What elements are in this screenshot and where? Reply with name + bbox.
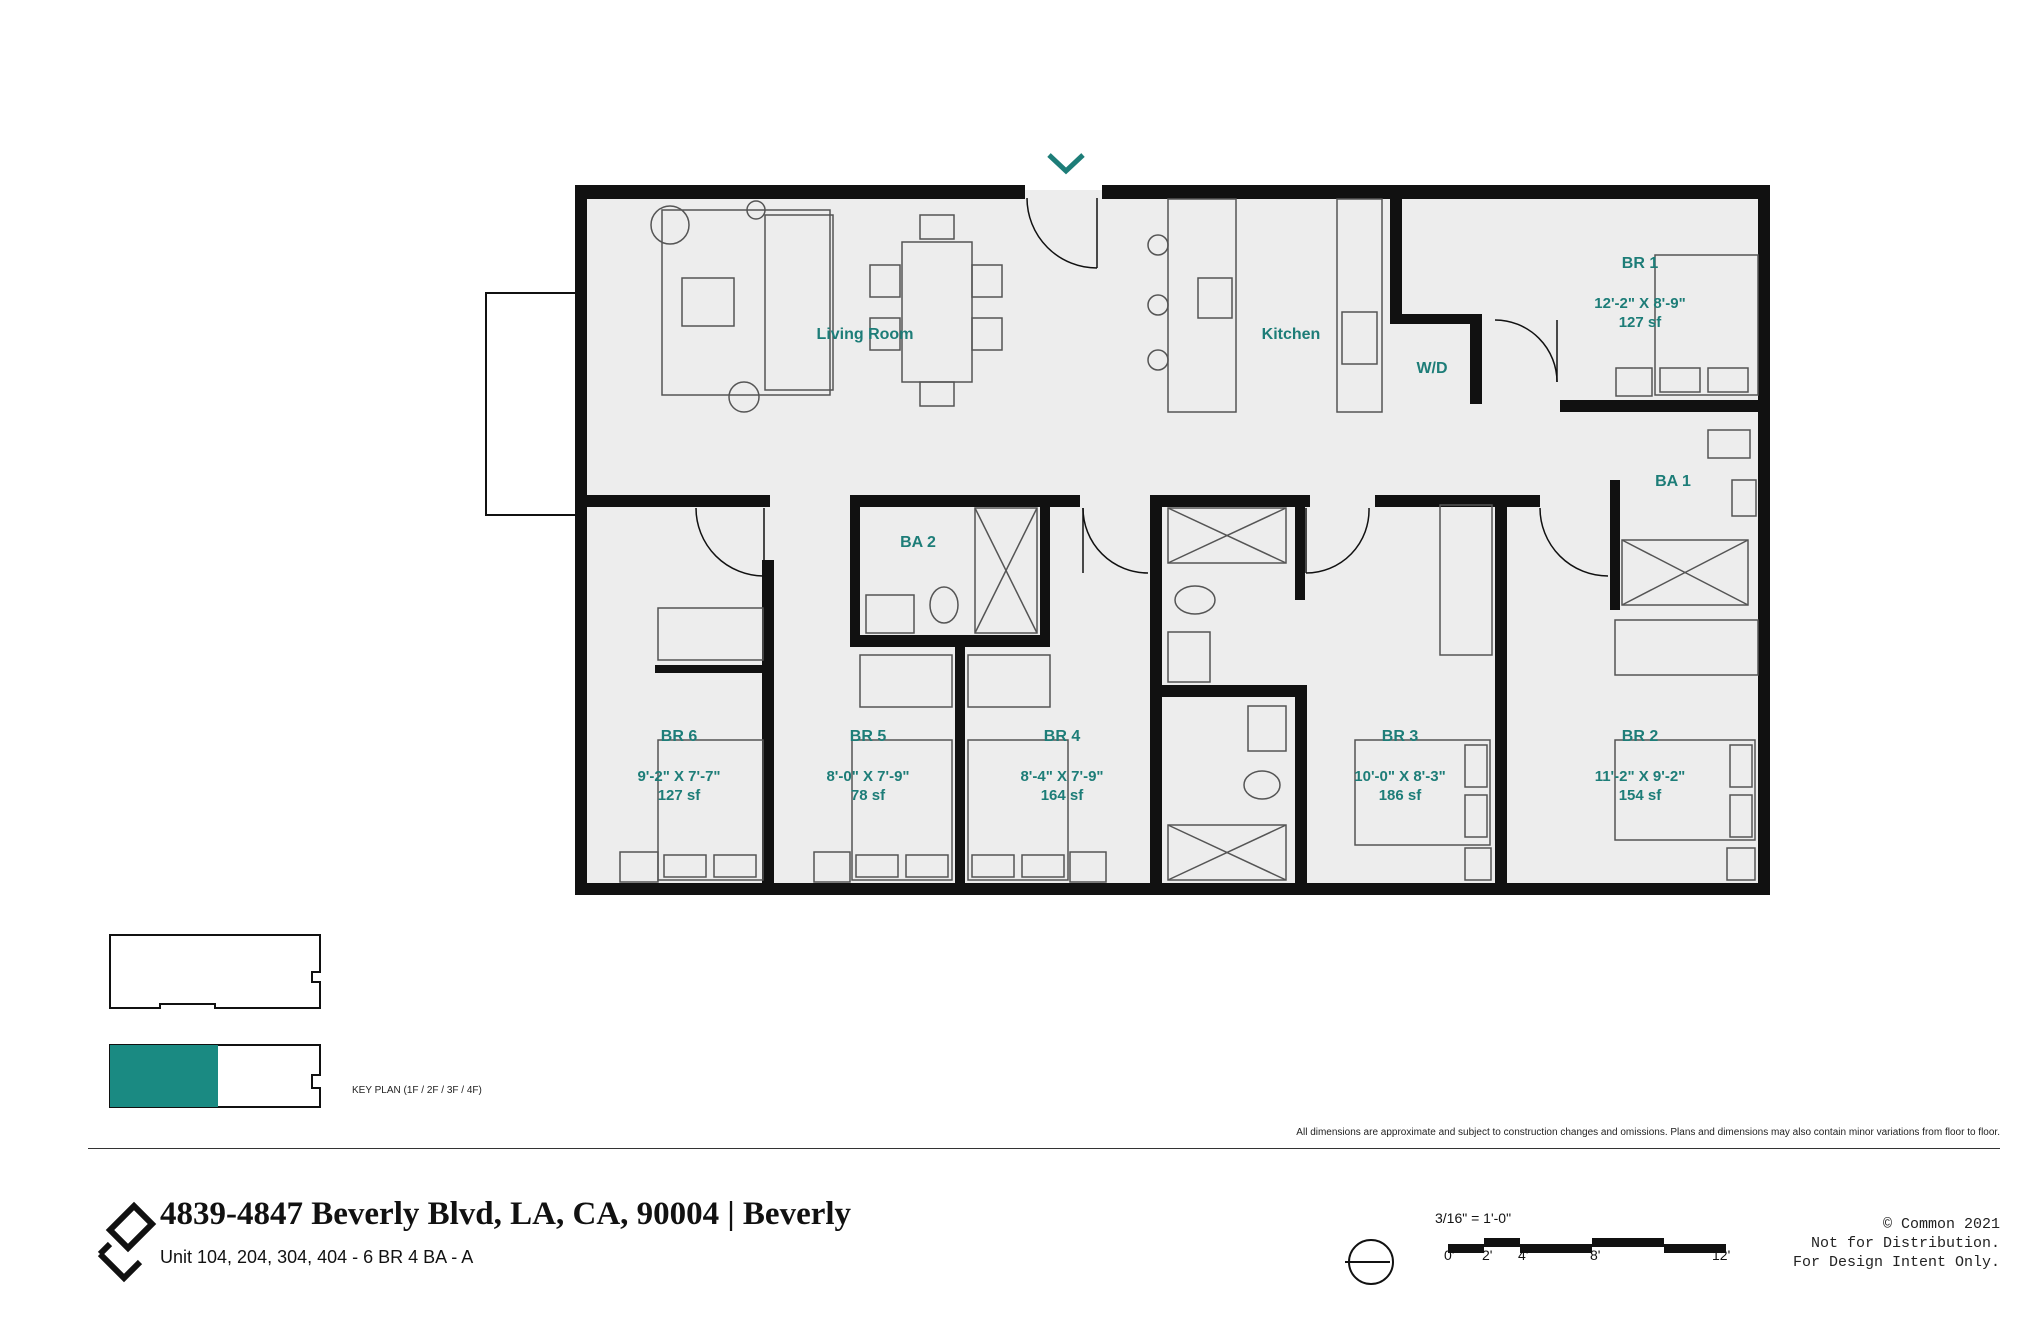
room-name-ba1: BA 1 — [1655, 473, 1691, 490]
room-name-wd: W/D — [1416, 360, 1447, 377]
walls — [575, 185, 1770, 895]
disclaimer: All dimensions are approximate and subje… — [1296, 1127, 2000, 1138]
entry-chevron-icon — [1047, 153, 1085, 175]
room-area-br3: 186 sf — [1379, 787, 1423, 804]
key-plan-outline — [109, 934, 321, 1009]
scale-bar — [1448, 1238, 1726, 1253]
key-plan-highlight — [110, 1045, 218, 1107]
scale-tick: 0' — [1444, 1247, 1455, 1263]
room-area-br5: 78 sf — [851, 787, 886, 804]
room-name-br5: BR 5 — [850, 728, 887, 745]
copyright-line: © Common 2021 — [1882, 1216, 2000, 1233]
property-address: 4839-4847 Beverly Blvd, LA, CA, 90004 | … — [160, 1196, 852, 1232]
footer-divider — [88, 1148, 2000, 1149]
common-logo-icon — [97, 1201, 157, 1283]
room-name-br6: BR 6 — [661, 728, 698, 745]
scale-tick: 8' — [1590, 1247, 1601, 1263]
room-area-br2: 154 sf — [1619, 787, 1663, 804]
room-area-br4: 164 sf — [1041, 787, 1085, 804]
room-dims-br3: 10'-0" X 8'-3" — [1354, 768, 1445, 785]
room-dims-br1: 12'-2" X 8'-9" — [1594, 295, 1685, 312]
room-name-br3: BR 3 — [1382, 728, 1419, 745]
room-area-br1: 127 sf — [1619, 314, 1663, 331]
room-name-br2: BR 2 — [1622, 728, 1659, 745]
door-swings — [695, 197, 1609, 577]
north-arrow-icon — [1345, 1239, 1394, 1285]
scale-tick: 4' — [1518, 1247, 1529, 1263]
room-name-ba2: BA 2 — [900, 534, 936, 551]
room-name-living: Living Room — [817, 326, 914, 343]
scale-tick: 2' — [1482, 1247, 1493, 1263]
furniture — [619, 198, 1759, 883]
room-name-br1: BR 1 — [1622, 255, 1659, 272]
room-dims-br2: 11'-2" X 9'-2" — [1595, 768, 1686, 785]
copyright-line: Not for Distribution. — [1810, 1235, 2000, 1252]
scale-ratio: 3/16" = 1'-0" — [1435, 1210, 1512, 1226]
balcony — [485, 292, 579, 516]
room-name-kitchen: Kitchen — [1262, 326, 1321, 343]
unit-description: Unit 104, 204, 304, 404 - 6 BR 4 BA - A — [160, 1247, 474, 1267]
room-name-br4: BR 4 — [1044, 728, 1081, 745]
scale-tick: 12' — [1712, 1247, 1731, 1263]
room-dims-br6: 9'-2" X 7'-7" — [637, 768, 720, 785]
key-plan — [109, 934, 321, 1108]
room-area-br6: 127 sf — [658, 787, 702, 804]
copyright-notice: © Common 2021 Not for Distribution. For … — [1740, 1215, 2000, 1272]
key-plan-caption: KEY PLAN (1F / 2F / 3F / 4F) — [352, 1085, 482, 1096]
copyright-line: For Design Intent Only. — [1792, 1254, 2000, 1271]
floor-area — [578, 190, 1770, 890]
room-dims-br4: 8'-4" X 7'-9" — [1020, 768, 1103, 785]
room-dims-br5: 8'-0" X 7'-9" — [826, 768, 909, 785]
